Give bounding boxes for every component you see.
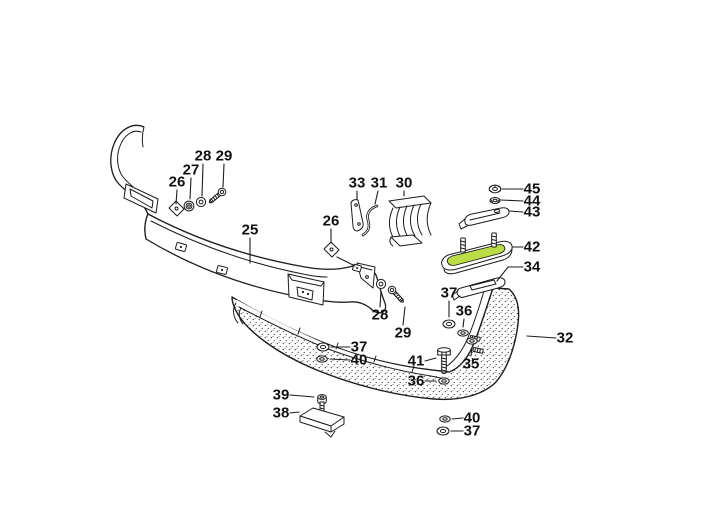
part-label-38-25: 38 — [273, 405, 290, 422]
part-label-34-13: 34 — [524, 259, 541, 276]
leader-line-31-6 — [374, 190, 379, 205]
washer-36-mid — [457, 329, 469, 337]
part-label-35-16: 35 — [463, 356, 480, 373]
leader-line-39-24 — [289, 394, 315, 398]
washer-40-right — [439, 415, 451, 423]
clip-nut-26-mid — [323, 241, 340, 258]
part-label-33-5: 33 — [349, 175, 366, 192]
part-label-36-23: 36 — [408, 373, 425, 390]
part-label-45-9: 45 — [524, 181, 541, 198]
part-label-39-24: 39 — [273, 387, 290, 404]
bracket-33 — [350, 199, 364, 232]
washer-36-bottom — [438, 377, 450, 385]
leader-line-32-17 — [526, 335, 557, 339]
part-label-37-14: 37 — [441, 285, 458, 302]
spoiler-tip-roll — [233, 302, 244, 325]
bracket-42-highlight-fill — [446, 244, 506, 266]
washer-44 — [489, 197, 501, 204]
leader-line-28-18 — [379, 290, 382, 308]
bumper-end-cap — [110, 124, 159, 240]
part-label-44-10: 44 — [524, 193, 541, 210]
spoiler-clip-ticks — [259, 310, 415, 373]
bumper-crease — [150, 220, 328, 278]
rail-34 — [451, 277, 506, 301]
buffer-30 — [388, 195, 432, 247]
channel-bracket-38 — [299, 401, 345, 438]
leader-line-26-8 — [336, 256, 356, 267]
part-label-31-6: 31 — [371, 175, 388, 192]
nut-37-mid — [442, 319, 456, 329]
part-label-28-2: 28 — [195, 148, 212, 165]
part-label-28-18: 28 — [372, 307, 389, 324]
leader-line-38-25 — [289, 411, 300, 414]
part-label-26-0: 26 — [169, 174, 186, 191]
part-label-25-4: 25 — [242, 222, 259, 239]
leader-line-28-2 — [201, 163, 204, 197]
washer-28-mid — [375, 278, 387, 290]
bracket-42-stud-b — [491, 232, 497, 248]
bumper-25 — [110, 124, 387, 314]
leader-line-26-0 — [175, 189, 178, 205]
bumper-recess — [287, 273, 325, 306]
grommet-27 — [183, 200, 195, 212]
part-label-41-22: 41 — [408, 353, 425, 370]
bracket-42-stud-a — [460, 237, 466, 253]
leader-line-35-16 — [470, 346, 473, 357]
flange-nut-45 — [488, 184, 502, 194]
part-label-43-11: 43 — [524, 204, 541, 221]
part-label-37-27: 37 — [464, 423, 481, 440]
bumper-clip-slot-a — [174, 241, 188, 253]
clip-nut-26-left — [168, 200, 185, 217]
bumper-beam — [144, 213, 387, 314]
side-marker-recess — [123, 183, 159, 214]
leader-line-40-26 — [451, 417, 464, 420]
bumper-clip-slot-b — [216, 265, 228, 275]
part-label-36-15: 36 — [456, 303, 473, 320]
leader-line-41-22 — [424, 357, 437, 362]
part-label-40-21: 40 — [351, 352, 368, 369]
part-label-26-8: 26 — [323, 213, 340, 230]
plate-43 — [458, 207, 510, 230]
leader-line-29-19 — [402, 306, 406, 326]
bumper-end-bracket — [356, 262, 376, 289]
part-label-29-3: 29 — [216, 148, 233, 165]
washer-28-left — [195, 196, 207, 208]
leader-line-29-3 — [222, 163, 225, 188]
part-label-29-19: 29 — [395, 325, 412, 342]
part-label-42-12: 42 — [524, 239, 541, 256]
screw-29-mid — [386, 284, 407, 306]
leader-line-40-21 — [329, 358, 351, 361]
leader-line-27-1 — [189, 177, 192, 200]
part-label-27-1: 27 — [183, 162, 200, 179]
leader-line-44-10 — [500, 199, 524, 202]
leader-line-34-13 — [496, 266, 524, 282]
nut-37-right — [436, 426, 450, 436]
part-label-40-26: 40 — [464, 410, 481, 427]
washer-40-left — [316, 355, 328, 363]
part-label-30-7: 30 — [396, 175, 413, 192]
leader-line-43-11 — [508, 210, 524, 213]
part-label-32-17: 32 — [557, 330, 574, 347]
bracket-42-highlighted — [441, 232, 513, 275]
bolt-41 — [437, 347, 451, 375]
clamp-31 — [361, 204, 379, 237]
washer-35 — [466, 337, 478, 345]
screw-29-left — [206, 186, 228, 207]
nut-37-left — [316, 342, 330, 352]
leader-line-36-15 — [462, 318, 465, 328]
part-label-37-20: 37 — [351, 339, 368, 356]
